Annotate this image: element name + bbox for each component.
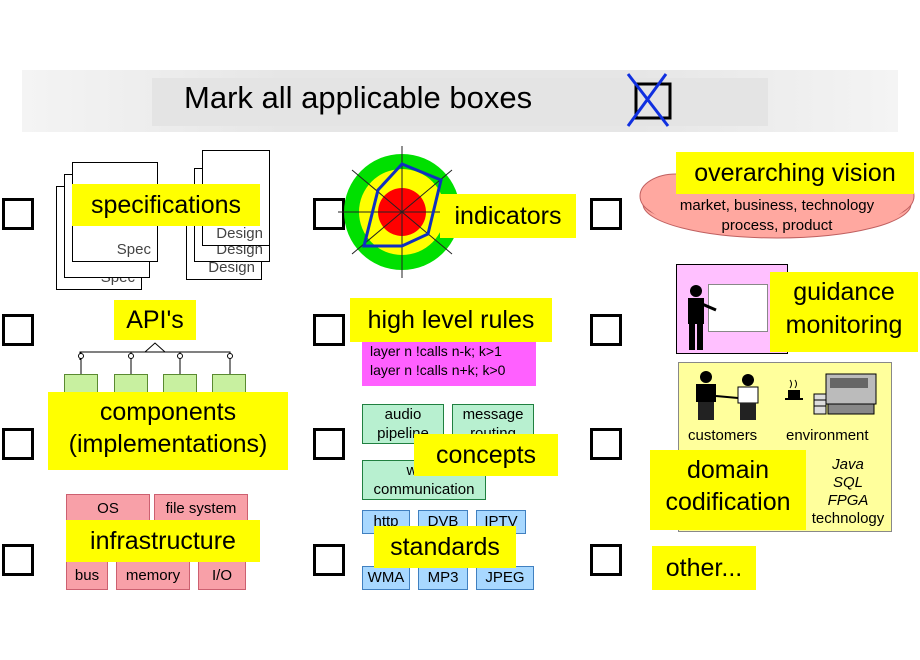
standard-http: http [362, 510, 410, 534]
checkbox-overarching-vision[interactable] [590, 198, 622, 230]
presentation-board [708, 284, 768, 332]
label-concepts: concepts [414, 434, 558, 476]
label-guidance-monitoring: guidance monitoring [770, 272, 918, 352]
page-title: Mark all applicable boxes [184, 80, 533, 115]
label-guidance: guidance [793, 278, 895, 306]
label-domain-codification: domain codification [650, 450, 806, 530]
infra-box-file-system: file system [154, 494, 248, 522]
checkbox-components[interactable] [2, 428, 34, 460]
checkbox-indicators[interactable] [313, 198, 345, 230]
radar-chart-icon [338, 146, 468, 278]
presenter-icon [688, 285, 717, 350]
api-connector-lines [78, 342, 233, 374]
checkbox-specifications[interactable] [2, 198, 34, 230]
tech-java: Java [832, 456, 864, 473]
environment-label: environment [786, 427, 869, 444]
label-specifications: specifications [72, 184, 260, 226]
label-domain: domain [687, 456, 769, 484]
label-components-line1: components [99, 398, 237, 426]
tech-sql: SQL [832, 474, 863, 491]
checkbox-standards[interactable] [313, 544, 345, 576]
checkbox-apis[interactable] [2, 314, 34, 346]
customers-icon [696, 371, 759, 420]
vision-text: market, business, technology process, pr… [636, 196, 918, 236]
standard-wma: WMA [362, 566, 410, 590]
customers-label: customers [688, 427, 758, 444]
vision-line1: market, business, technology [679, 197, 875, 214]
tech-technology: technology [811, 510, 885, 527]
label-other: other... [652, 546, 756, 590]
technology-list: Java SQL FPGA technology [806, 456, 890, 528]
rules-box: layer n !calls n-k; k>1 layer n !calls n… [362, 338, 536, 386]
label-components: components (implementations) [48, 392, 288, 470]
checkbox-concepts[interactable] [313, 428, 345, 460]
rule-1: layer n !calls n-k; k>1 [370, 343, 502, 359]
standard-mp3: MP3 [418, 566, 468, 590]
label-standards: standards [374, 526, 516, 568]
checkbox-high-level-rules[interactable] [313, 314, 345, 346]
vision-line2: process, product [721, 217, 833, 234]
label-components-line2: (implementations) [68, 430, 268, 458]
standard-jpeg: JPEG [476, 566, 534, 590]
cross-mark-icon [626, 73, 672, 127]
label-overarching-vision: overarching vision [676, 152, 914, 194]
checkbox-other[interactable] [590, 544, 622, 576]
label-monitoring: monitoring [785, 311, 903, 339]
checked-box-example [626, 73, 672, 127]
rule-2: layer n !calls n+k; k>0 [370, 362, 506, 378]
infra-box-io: I/O [198, 560, 246, 590]
checkbox-guidance-monitoring[interactable] [590, 314, 622, 346]
label-infrastructure: infrastructure [66, 520, 260, 562]
infra-box-os: OS [66, 494, 150, 522]
checkbox-infrastructure[interactable] [2, 544, 34, 576]
checkbox-domain-codification[interactable] [590, 428, 622, 460]
label-apis: API's [114, 300, 196, 340]
label-high-level-rules: high level rules [350, 298, 552, 342]
label-codification: codification [665, 488, 791, 516]
coffee-cup-icon [785, 379, 803, 400]
tech-fpga: FPGA [827, 492, 869, 509]
label-indicators: indicators [440, 194, 576, 238]
equipment-icon [813, 373, 877, 415]
infra-box-memory: memory [116, 560, 190, 590]
infra-box-bus: bus [66, 560, 108, 590]
